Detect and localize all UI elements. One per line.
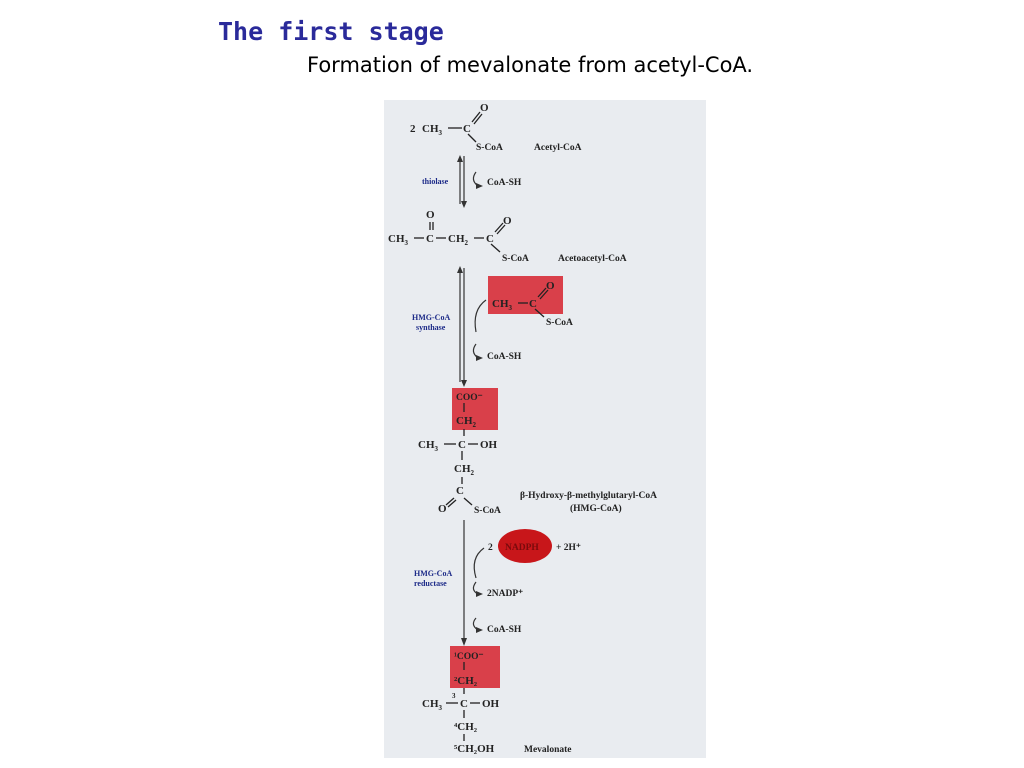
mevalonate-c4: ⁴CH₂ (454, 721, 478, 733)
hmg-coa-highlight (452, 388, 498, 430)
mevalonate-label: Mevalonate (524, 745, 572, 755)
mevalonate-highlight (450, 646, 500, 688)
thiolase-coash: CoA-SH (487, 178, 522, 188)
thiolase-step: thiolase CoA-SH (422, 155, 522, 208)
mevalonate-c3: C (460, 698, 468, 710)
reductase-plus-h: + 2H⁺ (556, 543, 581, 553)
hmg-coa-reductase-step: 2 NADPH + 2H⁺ HMG-CoA reductase 2NADP⁺ C… (414, 520, 581, 646)
acetoacetyl-c1: C (426, 233, 434, 245)
acetoacetyl-oxygen-2: O (503, 215, 512, 227)
acetoacetyl-ch3: CH3 (388, 233, 409, 247)
acetyl-coa-ch3: CH3 (422, 123, 443, 137)
hmg-coa-ch2-top: CH2 (456, 415, 477, 429)
thiolase-label: thiolase (422, 177, 449, 186)
acetoacetyl-label: Acetoacetyl-CoA (558, 254, 627, 264)
synthase-input-c: C (529, 298, 537, 310)
mevalonate-c1: ¹COO⁻ (454, 652, 484, 662)
acetoacetyl-scoa: S-CoA (502, 254, 529, 264)
synthase-coash: CoA-SH (487, 352, 522, 362)
nadph-label: NADPH (505, 543, 539, 553)
mevalonate-c2: ²CH₂ (454, 675, 478, 687)
hmg-coa-coo: COO⁻ (456, 393, 483, 403)
slide-title: The first stage (218, 17, 444, 46)
hmg-coa-ch2-bottom: CH2 (454, 463, 475, 477)
hmg-coa-synthase-step: CH3 C O S-CoA HMG-CoA synthase CoA-SH (412, 266, 573, 387)
reductase-coash: CoA-SH (487, 625, 522, 635)
mevalonate-ch3: CH3 (422, 698, 443, 712)
acetyl-coa-carbon: C (463, 123, 471, 135)
acetoacetyl-oxygen-1: O (426, 209, 435, 221)
reductase-label-1: HMG-CoA (414, 569, 452, 578)
hmg-coa-label-2: (HMG-CoA) (570, 503, 622, 514)
hmg-coa-oh: OH (480, 439, 498, 451)
hmg-coa-c5: C (456, 485, 464, 497)
hmg-coa-scoa: S-CoA (474, 506, 501, 516)
acetyl-coa-oxygen: O (480, 102, 489, 114)
mevalonate-c3-number: 3 (452, 692, 456, 700)
acetyl-coa-coefficient: 2 (410, 123, 416, 135)
mevalonate-structure: ¹COO⁻ ²CH₂ CH3 3 C OH ⁴CH₂ ⁵CH₂OH Mevalo… (422, 646, 572, 755)
acetoacetyl-coa-structure: O CH3 C CH2 C O S-CoA Acetoacetyl-CoA (388, 209, 627, 264)
nadph-highlight (498, 529, 552, 563)
hmg-coa-c3: C (458, 439, 466, 451)
hmg-coa-label-1: β-Hydroxy-β-methylglutaryl-CoA (520, 491, 657, 501)
synthase-label-1: HMG-CoA (412, 313, 450, 322)
acetyl-coa-scoa: S-CoA (476, 143, 503, 153)
acetyl-coa-label: Acetyl-CoA (534, 143, 582, 153)
reductase-coefficient: 2 (488, 543, 493, 553)
acetoacetyl-ch2: CH2 (448, 233, 469, 247)
acetyl-coa-structure: 2 CH3 C O S-CoA Acetyl-CoA (410, 102, 582, 153)
hmg-coa-structure: COO⁻ CH2 CH3 C OH CH2 C O S-CoA β-Hydrox… (418, 388, 657, 516)
synthase-input-ch3: CH3 (492, 298, 513, 312)
hmg-coa-ch3: CH3 (418, 439, 439, 453)
synthase-label-2: synthase (416, 323, 446, 332)
reductase-label-2: reductase (414, 579, 447, 588)
acetyl-group-highlight (488, 276, 563, 314)
hmg-coa-oxygen: O (438, 503, 447, 515)
mevalonate-oh: OH (482, 698, 500, 710)
reductase-nadp: 2NADP⁺ (487, 589, 523, 599)
mevalonate-pathway-figure: 2 CH3 C O S-CoA Acetyl-CoA thiolase CoA-… (384, 100, 706, 758)
mevalonate-c5: ⁵CH₂OH (454, 743, 495, 755)
slide-subtitle: Formation of mevalonate from acetyl-CoA. (307, 53, 754, 77)
synthase-input-oxygen: O (546, 280, 555, 292)
synthase-input-scoa: S-CoA (546, 318, 573, 328)
acetoacetyl-c2: C (486, 233, 494, 245)
pathway-diagram: 2 CH3 C O S-CoA Acetyl-CoA thiolase CoA-… (388, 102, 657, 755)
